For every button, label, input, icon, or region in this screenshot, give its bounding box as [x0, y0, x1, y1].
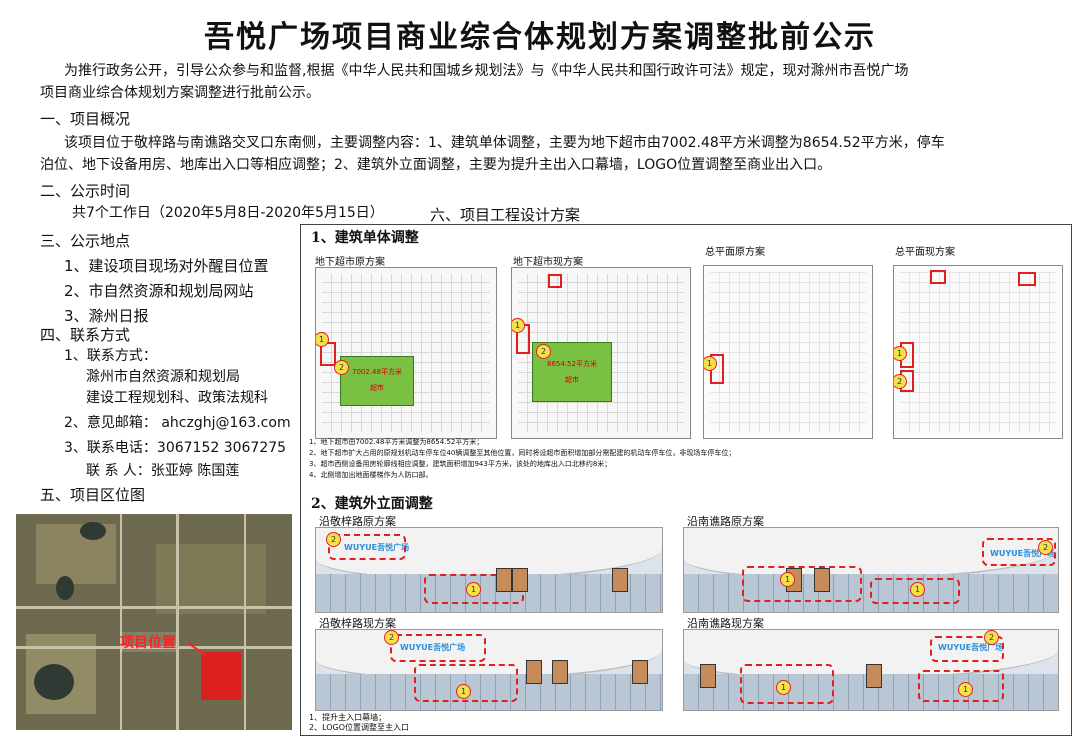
part-1-notes: 1、地下超市由7002.48平方米调整为8654.52平方米； 2、地下超市扩大…	[309, 438, 736, 479]
contact-email: 2、意见邮箱： ahczghj@163.com	[64, 415, 291, 431]
section-5-heading: 五、项目区位图	[40, 486, 146, 504]
section-1-line-1: 该项目位于敬梓路与南谯路交叉口东南侧，主要调整内容：1、建筑单体调整，主要为地下…	[64, 135, 945, 151]
elevation-caption: 沿敬梓路原方案	[319, 515, 396, 528]
elevation-caption: 沿南谯路现方案	[687, 617, 764, 630]
section-3-heading: 三、公示地点	[40, 232, 131, 250]
list-item: 1、建设项目现场对外醒目位置	[64, 257, 269, 275]
part-2-title: 2、建筑外立面调整	[311, 496, 433, 512]
intro-line-2: 项目商业综合体规划方案调整进行批前公示。	[40, 85, 320, 101]
contact-phone: 3、联系电话：3067152 3067275	[64, 440, 287, 456]
section-1-line-2: 泊位、地下设备用房、地库出入口等相应调整；2、建筑外立面调整，主要为提升主出入口…	[40, 157, 832, 173]
location-map: 项目位置	[16, 514, 292, 730]
plan-caption: 总平面原方案	[705, 247, 765, 258]
supermarket-area-block: 7002.48平方米 超市	[340, 356, 414, 406]
section-1-heading: 一、项目概况	[40, 110, 131, 128]
map-site-label: 项目位置	[120, 632, 176, 652]
contact-people: 联 系 人：张亚婷 陈国莲	[86, 463, 240, 479]
site-plan-current: 1 2	[893, 265, 1063, 439]
page-title: 吾悦广场项目商业综合体规划方案调整批前公示	[204, 20, 876, 55]
intro-line-1: 为推行政务公开，引导公众参与和监督,根据《中华人民共和国城乡规划法》与《中华人民…	[64, 63, 909, 79]
list-item: 3、滁州日报	[64, 307, 149, 325]
section-1-text: 该项目位于敬梓路与南谯路交叉口东南侧，主要调整内容：1、建筑单体调整，主要为地下…	[40, 132, 1064, 176]
section-3-list: 1、建设项目现场对外醒目位置 2、市自然资源和规划局网站 3、滁州日报	[64, 254, 269, 329]
section-2-heading: 二、公示时间	[40, 182, 131, 200]
contact-dept-1: 滁州市自然资源和规划局	[86, 369, 240, 385]
elevation-jingzi-current: WUYUE吾悦广场 2 1	[315, 629, 663, 711]
plan-basement-original: 7002.48平方米 超市 1 2	[315, 267, 497, 439]
contact-dept-2: 建设工程规划科、政策法规科	[86, 390, 268, 406]
contact-label: 1、联系方式：	[64, 348, 157, 364]
elevation-jingzi-original: WUYUE吾悦广场 2 1	[315, 527, 663, 613]
site-plan-original: 1	[703, 265, 873, 439]
list-item: 2、市自然资源和规划局网站	[64, 282, 254, 300]
part-2-notes: 1、提升主入口幕墙； 2、LOGO位置调整至主入口	[309, 713, 410, 732]
part-1-title: 1、建筑单体调整	[311, 230, 419, 246]
elevation-caption: 沿南谯路原方案	[687, 515, 764, 528]
map-pointer-line	[187, 642, 207, 657]
elevation-nanqiao-current: WUYUE吾悦广场 2 1 1	[683, 629, 1059, 711]
elevation-caption: 沿敬梓路现方案	[319, 617, 396, 630]
design-scheme-panel: 1、建筑单体调整 地下超市原方案 7002.48平方米 超市 1 2 地下超市现…	[300, 224, 1072, 736]
plan-caption: 地下超市原方案	[315, 257, 385, 268]
section-6-heading: 六、项目工程设计方案	[430, 206, 581, 224]
plan-basement-current: 8654.52平方米 超市 1 2	[511, 267, 691, 439]
plan-caption: 地下超市现方案	[513, 257, 583, 268]
section-2-text: 共7个工作日（2020年5月8日-2020年5月15日）	[72, 205, 384, 221]
project-site-marker	[201, 652, 241, 700]
elevation-nanqiao-original: WUYUE吾悦广场 2 1 1	[683, 527, 1059, 613]
section-4-heading: 四、联系方式	[40, 326, 131, 344]
intro-paragraph: 为推行政务公开，引导公众参与和监督,根据《中华人民共和国城乡规划法》与《中华人民…	[40, 60, 1050, 104]
section-4-block: 1、联系方式： 滁州市自然资源和规划局 建设工程规划科、政策法规科 2、意见邮箱…	[64, 346, 291, 482]
plan-caption: 总平面现方案	[895, 247, 955, 258]
